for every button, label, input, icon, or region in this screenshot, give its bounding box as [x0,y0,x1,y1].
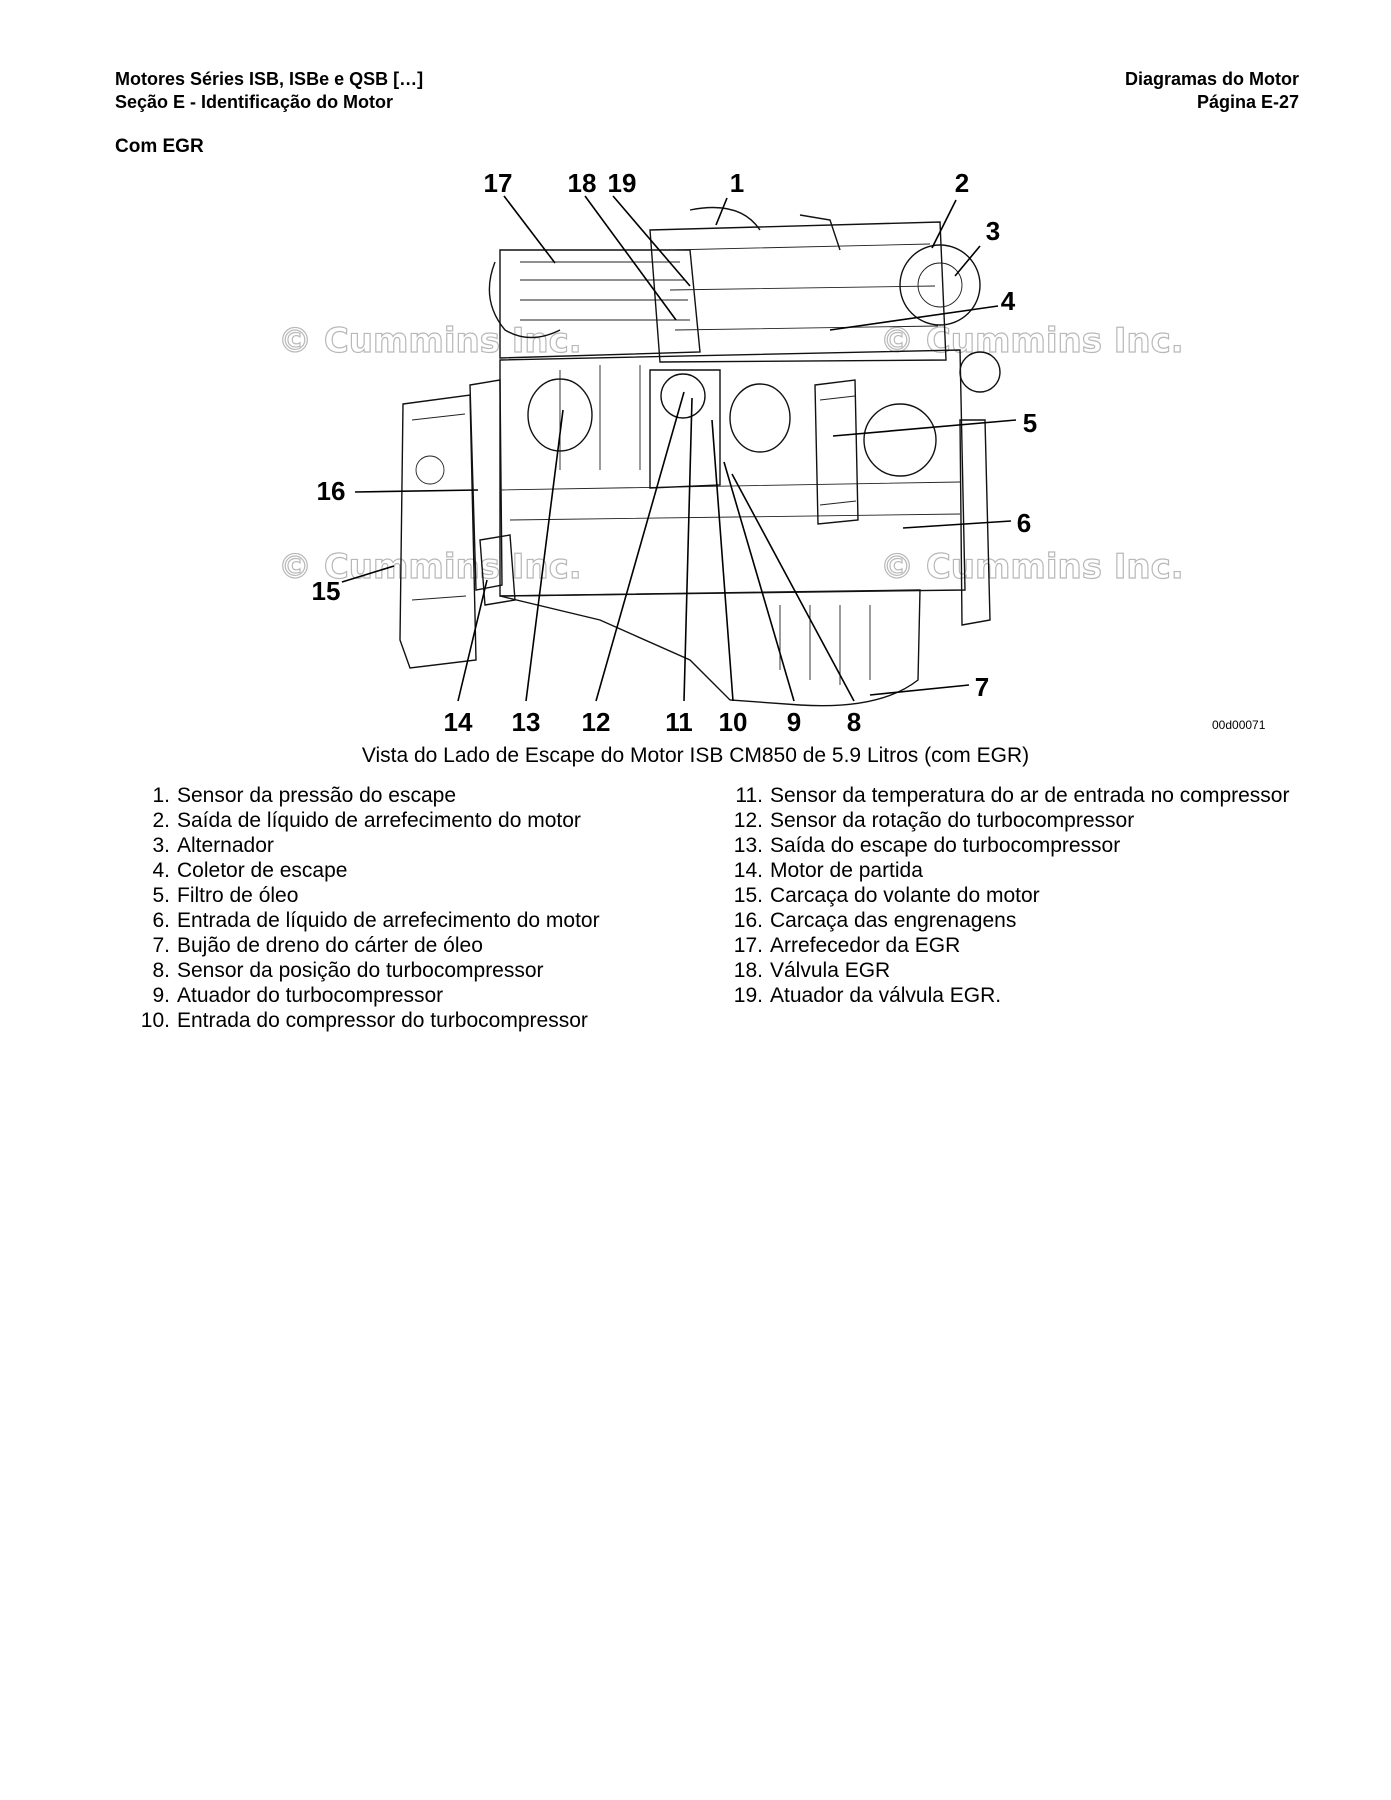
callout-10: 10 [719,707,748,737]
header-left: Motores Séries ISB, ISBe e QSB […] Seção… [115,68,423,114]
legend-item: 7.Bujão de dreno do cárter de óleo [152,934,483,957]
section-title: Com EGR [115,136,204,157]
callout-11: 11 [665,707,693,737]
page-number: Página E-27 [1196,92,1299,112]
callout-7: 7 [975,672,989,702]
callout-2: 2 [955,168,969,198]
header-right: Diagramas do Motor Página E-27 [1125,68,1299,114]
figure-caption: Vista do Lado de Escape do Motor ISB CM8… [361,744,1030,767]
callout-9: 9 [787,707,801,737]
callout-16: 16 [317,476,346,506]
callout-1: 1 [730,168,744,198]
legend-item: 10.Entrada do compressor do turbocompres… [140,1009,588,1032]
legend-item: 13.Saída do escape do turbocompressor [733,834,1121,857]
legend-item: 2.Saída de líquido de arrefecimento do m… [152,809,581,832]
legend-item: 14.Motor de partida [733,859,923,882]
legend-item: 6.Entrada de líquido de arrefecimento do… [152,909,600,932]
callout-19: 19 [608,168,637,198]
engine-diagram: © Cummins Inc. © Cummins Inc. © Cummins … [277,168,1266,737]
legend-item: 16.Carcaça das engrenagens [733,909,1017,932]
callout-17: 17 [484,168,513,198]
legend-item: 15.Carcaça do volante do motor [733,884,1040,907]
watermark: © Cummins Inc. [278,321,582,361]
legend-item: 19.Atuador da válvula EGR. [733,984,1002,1007]
legend-item: 17.Arrefecedor da EGR [733,934,961,957]
callout-6: 6 [1017,508,1031,538]
legend-column-1: 1.Sensor da pressão do escape 2.Saída de… [120,783,680,1033]
legend-item: 18.Válvula EGR [733,959,891,982]
callout-5: 5 [1023,408,1037,438]
manual-title: Motores Séries ISB, ISBe e QSB […] [115,69,424,89]
legend-item: 5.Filtro de óleo [152,884,299,907]
legend-item: 8.Sensor da posição do turbocompressor [152,959,544,982]
callout-18: 18 [568,168,597,198]
legend-item: 11.Sensor da temperatura do ar de entrad… [735,784,1290,807]
engine-illustration [399,206,1001,707]
watermark: © Cummins Inc. [880,321,1184,361]
callout-15: 15 [312,576,341,606]
section-name: Seção E - Identificação do Motor [115,92,394,112]
callout-13: 13 [512,707,541,737]
watermark: © Cummins Inc. [278,547,582,587]
figure-id: 00d00071 [1212,718,1266,732]
callout-8: 8 [847,707,861,737]
callout-4: 4 [1001,286,1016,316]
leader-lines [341,195,1017,702]
legend-item: 12.Sensor da rotação do turbocompressor [733,809,1135,832]
watermark: © Cummins Inc. [880,547,1184,587]
chapter-title: Diagramas do Motor [1124,69,1299,89]
callout-12: 12 [582,707,611,737]
callout-14: 14 [444,707,473,737]
legend-item: 1.Sensor da pressão do escape [152,784,457,807]
legend-item: 4.Coletor de escape [152,859,348,882]
legend-item: 3.Alternador [152,834,274,857]
callout-3: 3 [986,216,1000,246]
legend-column-2: 11.Sensor da temperatura do ar de entrad… [713,783,1300,1008]
legend-item: 9.Atuador do turbocompressor [152,984,444,1007]
